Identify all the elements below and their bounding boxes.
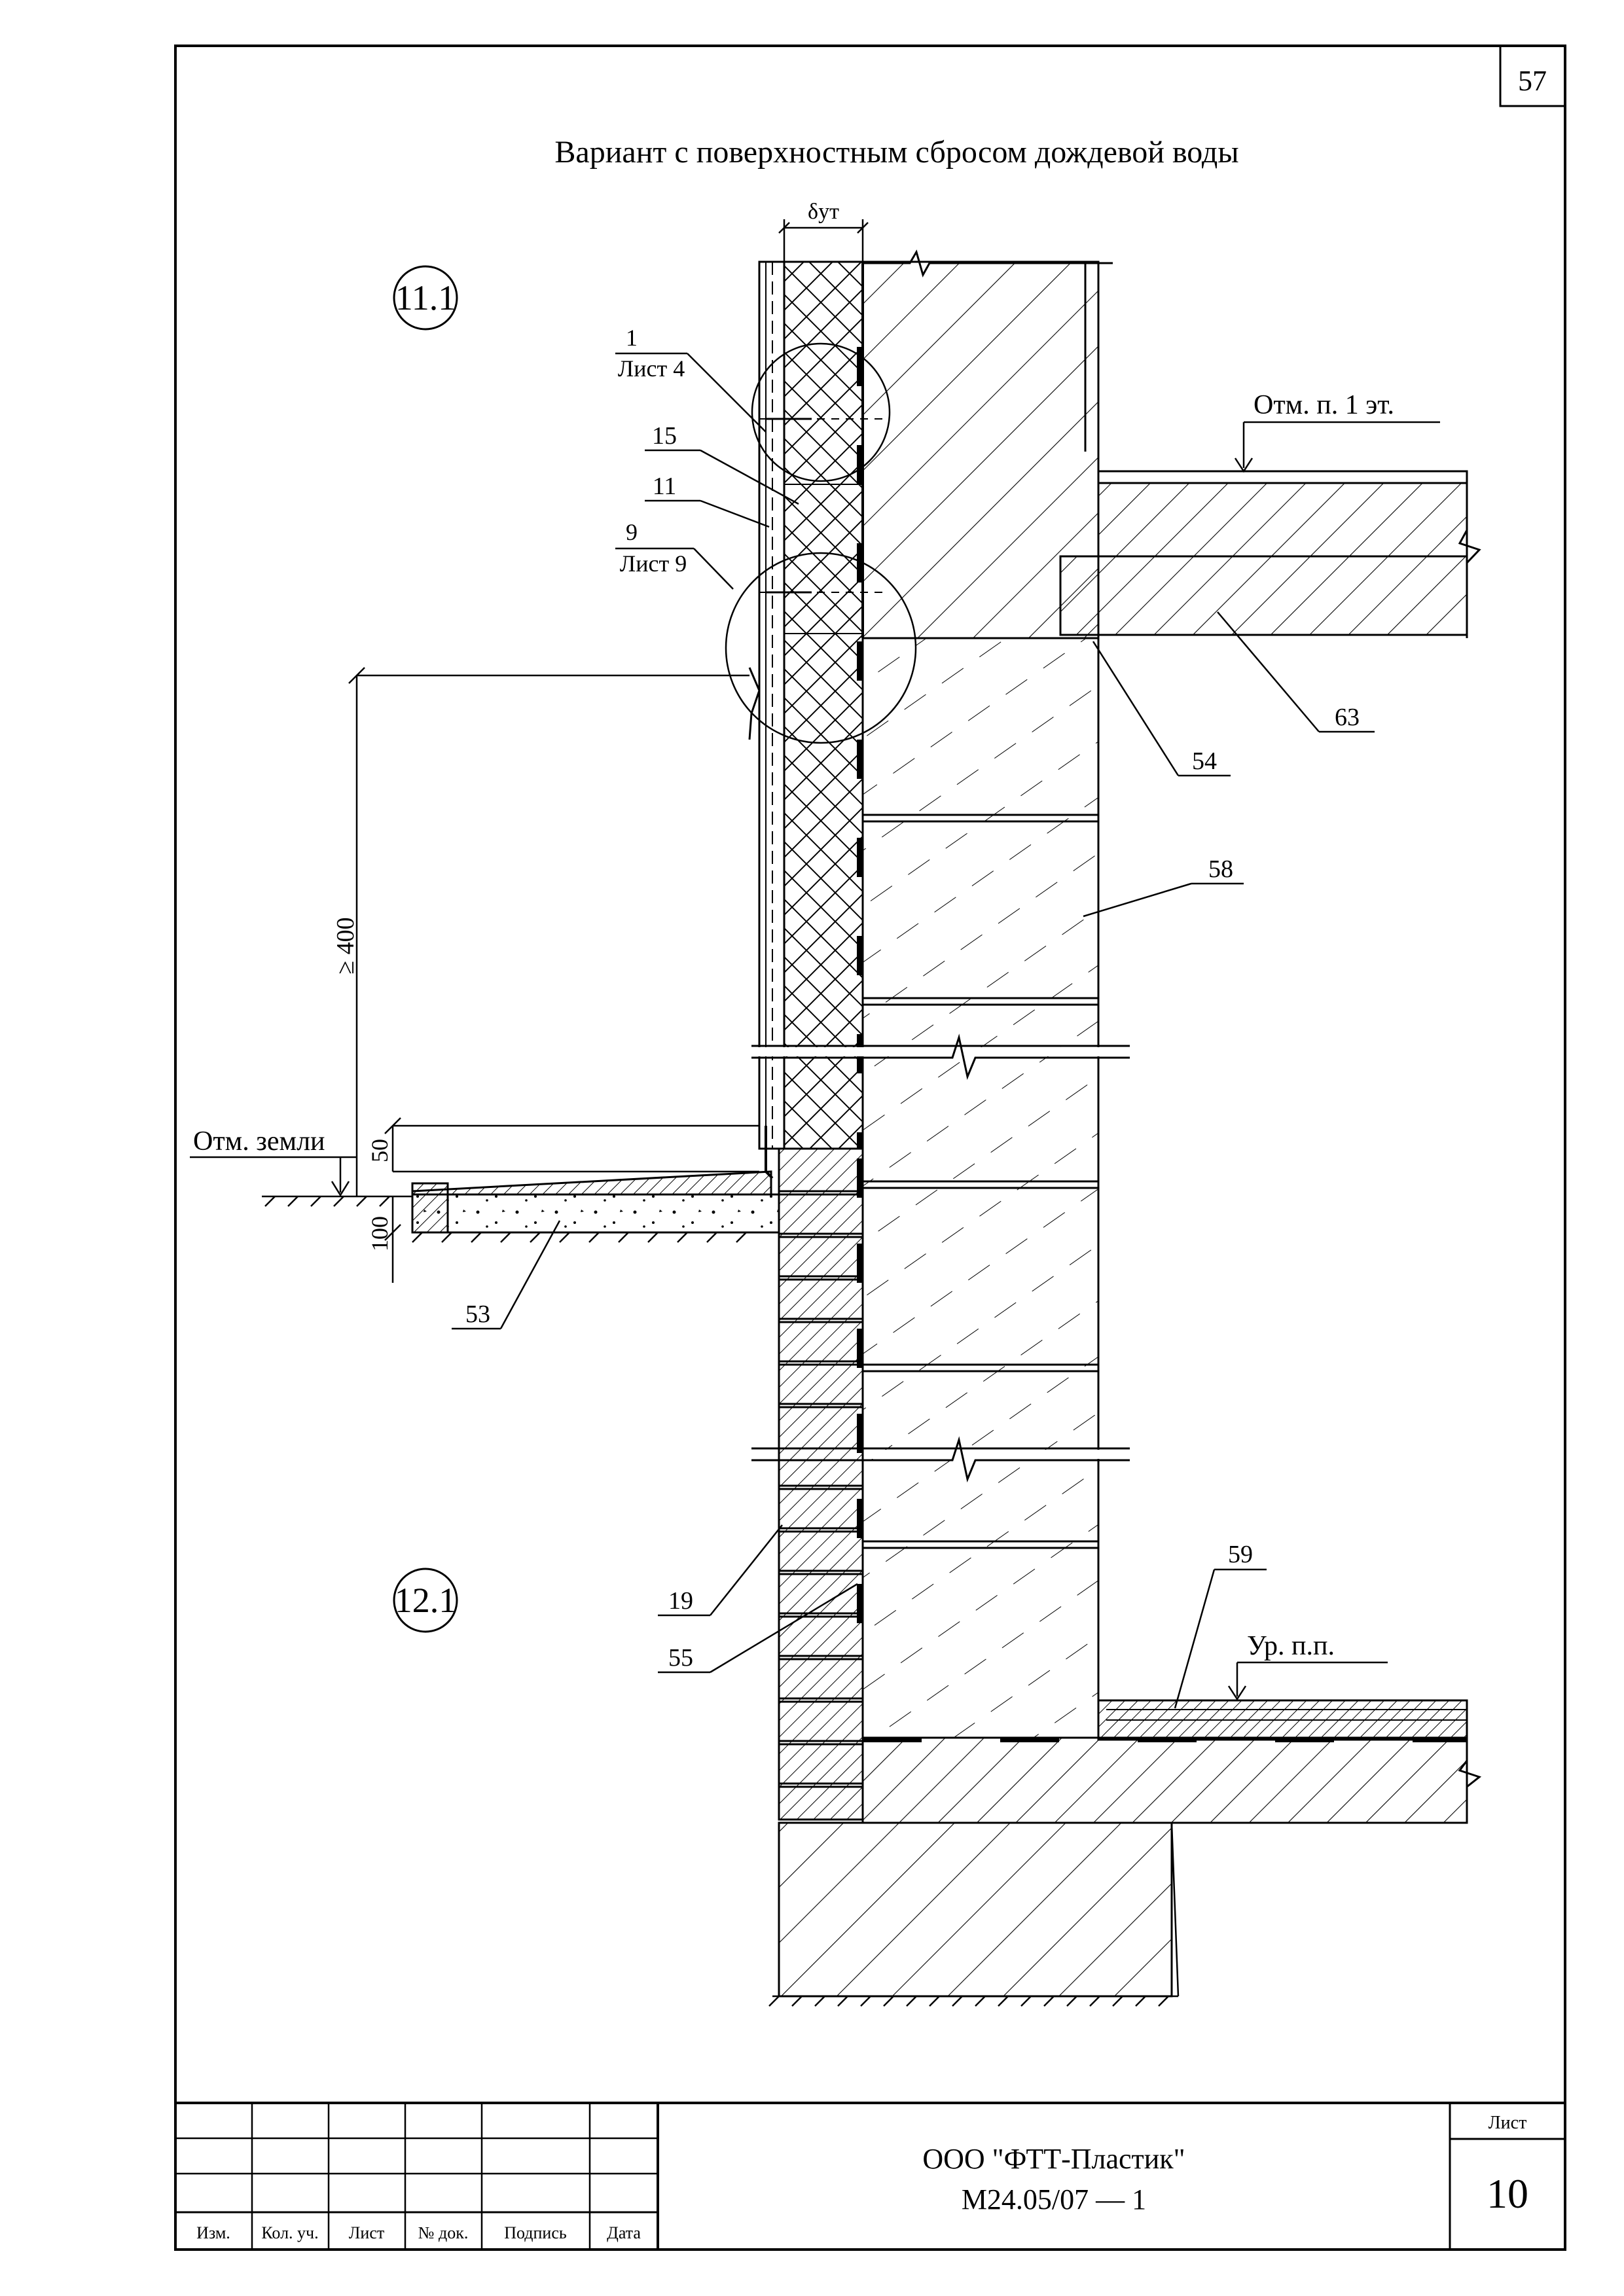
- ground-line: [262, 1195, 747, 1243]
- callout-11-label: 11: [653, 473, 677, 500]
- callout-53-label: 53: [465, 1300, 490, 1328]
- insulation-thickness-dimension: [778, 219, 869, 262]
- callout-59-label: 59: [1228, 1541, 1253, 1568]
- callout-15-label: 15: [652, 422, 677, 450]
- tb-sheet-label: Лист: [1489, 2113, 1527, 2133]
- tb-sheet-number: 10: [1487, 2170, 1528, 2217]
- insulation-layer: [783, 260, 864, 1150]
- ref-detail-1: 1 Лист 4: [615, 325, 767, 433]
- plinth-brickwork: [778, 1147, 864, 1821]
- dimension-100: [384, 1196, 401, 1283]
- tb-col-list: Лист: [349, 2223, 384, 2242]
- tb-col-signature: Подпись: [504, 2223, 567, 2242]
- tb-col-date: Дата: [607, 2223, 641, 2242]
- foundation: [768, 1821, 1180, 2007]
- drawing-title: Вариант с поверхностным сбросом дождевой…: [554, 135, 1238, 170]
- detail-circle-1: [751, 342, 891, 482]
- block-wall: [861, 637, 1100, 1739]
- callout-54-label: 54: [1192, 747, 1217, 775]
- callout-58: 58: [1083, 855, 1244, 918]
- ground-floor-slab: [861, 1699, 1482, 1824]
- sheet-frame: 57: [174, 45, 1566, 2251]
- ref-detail-9: 9 Лист 9: [615, 519, 734, 590]
- callout-54: 54: [1092, 641, 1231, 777]
- level-ground-label: Отм. земли: [193, 1126, 325, 1157]
- dimension-100-label: 100: [367, 1216, 393, 1251]
- tb-col-izm: Изм.: [196, 2223, 230, 2242]
- node-marker-12-1: 12.1: [393, 1568, 458, 1633]
- callout-55: 55: [658, 1583, 858, 1674]
- callout-19: 19: [658, 1524, 783, 1617]
- callout-55-label: 55: [668, 1644, 693, 1672]
- dimension-50: [384, 1117, 759, 1173]
- detail-circle-9: [725, 552, 917, 744]
- floor-slab-1: [1059, 470, 1481, 638]
- tb-col-kol-uch: Кол. уч.: [261, 2223, 318, 2242]
- upper-wall: [861, 249, 1113, 639]
- level-ground: Отм. земли: [190, 1126, 357, 1197]
- callout-63-label: 63: [1335, 704, 1360, 731]
- ref-9-sheet: Лист 9: [620, 550, 687, 577]
- dimension-50-label: 50: [367, 1139, 393, 1162]
- dimension-height-min: [348, 667, 749, 1196]
- facade-layer: [748, 260, 812, 1179]
- tb-company: ООО "ФТТ-Пластик": [922, 2143, 1185, 2175]
- ref-1-number: 1: [626, 325, 638, 351]
- tb-col-doc-no: № док.: [418, 2223, 469, 2242]
- dimension-height-min-label: ≥ 400: [332, 917, 359, 974]
- title-block: [175, 2102, 1565, 2250]
- node-label-11-1: 11.1: [395, 278, 456, 317]
- level-floor-1: Отм. п. 1 эт.: [1234, 390, 1440, 473]
- blind-area: [411, 1170, 780, 1234]
- ref-9-number: 9: [626, 519, 638, 545]
- callout-58-label: 58: [1208, 855, 1233, 883]
- tb-doc-code: М24.05/07 — 1: [962, 2183, 1146, 2215]
- callout-63: 63: [1217, 611, 1375, 733]
- level-floor-label: Ур. п.п.: [1247, 1631, 1335, 1661]
- callout-11: 11: [645, 473, 770, 528]
- insulation-thickness-label: δут: [808, 200, 839, 224]
- callout-19-label: 19: [668, 1587, 693, 1615]
- level-floor-1-label: Отм. п. 1 эт.: [1254, 390, 1394, 420]
- ref-1-sheet: Лист 4: [618, 355, 685, 382]
- level-floor: Ур. п.п.: [1227, 1631, 1388, 1701]
- node-label-12-1: 12.1: [395, 1581, 457, 1620]
- callout-15: 15: [645, 422, 799, 505]
- node-marker-11-1: 11.1: [393, 265, 458, 331]
- callout-59: 59: [1174, 1541, 1267, 1709]
- callout-53: 53: [452, 1220, 561, 1330]
- corner-sheet-number: 57: [1518, 65, 1547, 97]
